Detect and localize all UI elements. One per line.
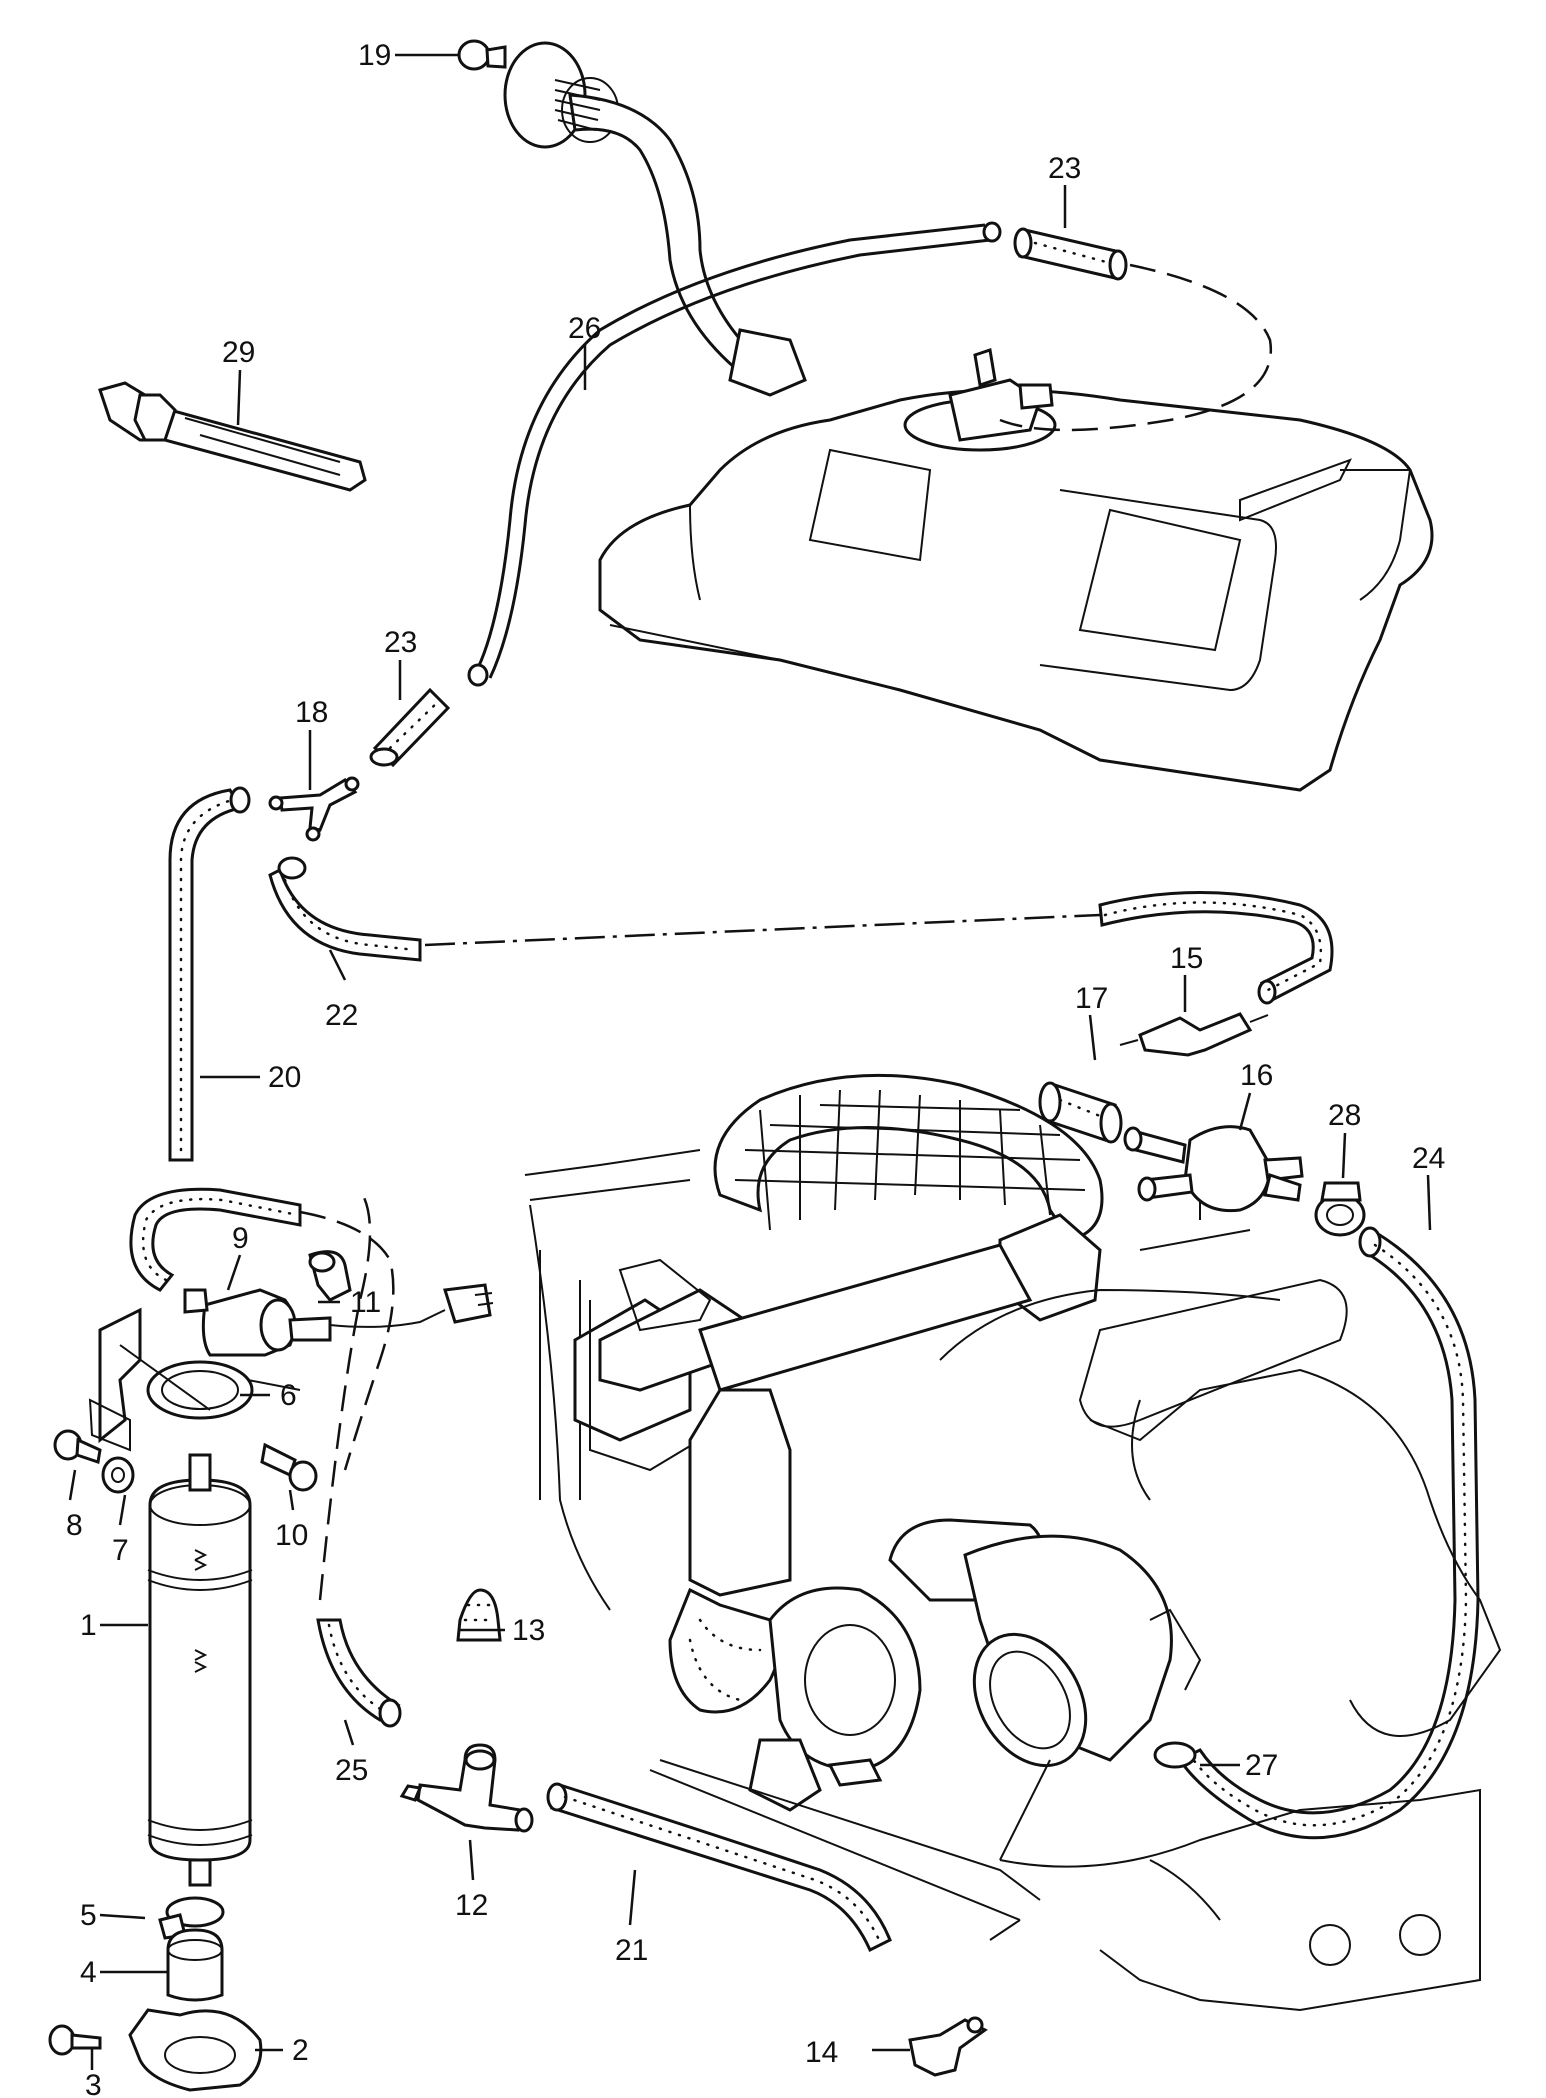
callout-15: 15: [1170, 942, 1203, 975]
cap-13: [456, 1588, 502, 1642]
bolt-8: [53, 1429, 102, 1464]
hose-22-end: [1098, 891, 1334, 1005]
hose-22: [268, 856, 422, 962]
engine-intake-icon: [524, 1073, 1502, 2012]
hose-loop-9: [129, 1187, 302, 1292]
hose-26: [476, 223, 986, 669]
sleeve-17: [1038, 1081, 1123, 1144]
cable-tie-icon: [98, 381, 367, 492]
t-piece-12: [399, 1743, 534, 1833]
callout-16: 16: [1240, 1059, 1273, 1092]
callout-8: 8: [66, 1509, 83, 1542]
callout-28: 28: [1328, 1099, 1361, 1132]
callout-23-lower: 23: [384, 626, 417, 659]
solenoid-valve-icon: [183, 1250, 494, 1357]
fuel-tank-icon: [598, 348, 1434, 792]
callout-10: 10: [275, 1519, 308, 1552]
hose-21: [546, 1782, 892, 1953]
callout-23-upper: 23: [1048, 152, 1081, 185]
hose-26-outline: [488, 238, 991, 679]
screw-3: [48, 2024, 102, 2056]
bolt-10: [260, 1442, 318, 1492]
callout-27: 27: [1245, 1749, 1278, 1782]
callout-19: 19: [358, 39, 391, 72]
holder-2: [128, 2008, 263, 2092]
callout-29: 29: [222, 336, 255, 369]
callout-17: 17: [1075, 982, 1108, 1015]
callout-25: 25: [335, 1754, 368, 1787]
sleeve-4: [166, 1928, 224, 2002]
routing-line-25: [318, 1189, 372, 1601]
hose-24: [1177, 1226, 1480, 1840]
callout-14: 14: [805, 2036, 838, 2069]
callout-21: 21: [615, 1934, 648, 1967]
callout-18: 18: [295, 696, 328, 729]
leader-lines: [68, 53, 1432, 2070]
callout-24: 24: [1412, 1142, 1445, 1175]
clamp-28: [1314, 1181, 1366, 1237]
callout-22: 22: [325, 999, 358, 1032]
callout-9: 9: [232, 1222, 249, 1255]
callout-4: 4: [80, 1956, 97, 1989]
hose-23-lower: [369, 687, 451, 768]
callout-2: 2: [292, 2034, 309, 2067]
callout-13: 13: [512, 1614, 545, 1647]
hose-23-upper: [1013, 227, 1128, 281]
callout-7: 7: [112, 1534, 129, 1567]
routing-line-22: [424, 913, 1101, 947]
check-valve-15: [1119, 1012, 1269, 1057]
callout-26: 26: [568, 312, 601, 345]
callout-12: 12: [455, 1889, 488, 1922]
callout-11: 11: [350, 1286, 381, 1319]
callout-1: 1: [80, 1609, 97, 1642]
routing-line-9: [299, 1210, 395, 1471]
hose-20: [168, 786, 251, 1162]
callout-5: 5: [80, 1899, 97, 1932]
callout-labels: 19 29 23 26 23 18 22 15 17 16 28 24 20 9…: [66, 39, 1445, 2098]
callout-20: 20: [268, 1061, 301, 1094]
hose-25: [316, 1618, 402, 1728]
fuel-filter-icon: [88, 1307, 301, 1887]
filler-neck-icon: [457, 39, 807, 397]
routing-line-14: [649, 1769, 1021, 1941]
valve-16: [1123, 1125, 1304, 1213]
connector-14: [908, 2016, 988, 2077]
t-connector-18: [268, 776, 360, 842]
callout-6: 6: [280, 1379, 297, 1412]
callout-3: 3: [85, 2069, 102, 2098]
washer-7: [101, 1456, 135, 1494]
